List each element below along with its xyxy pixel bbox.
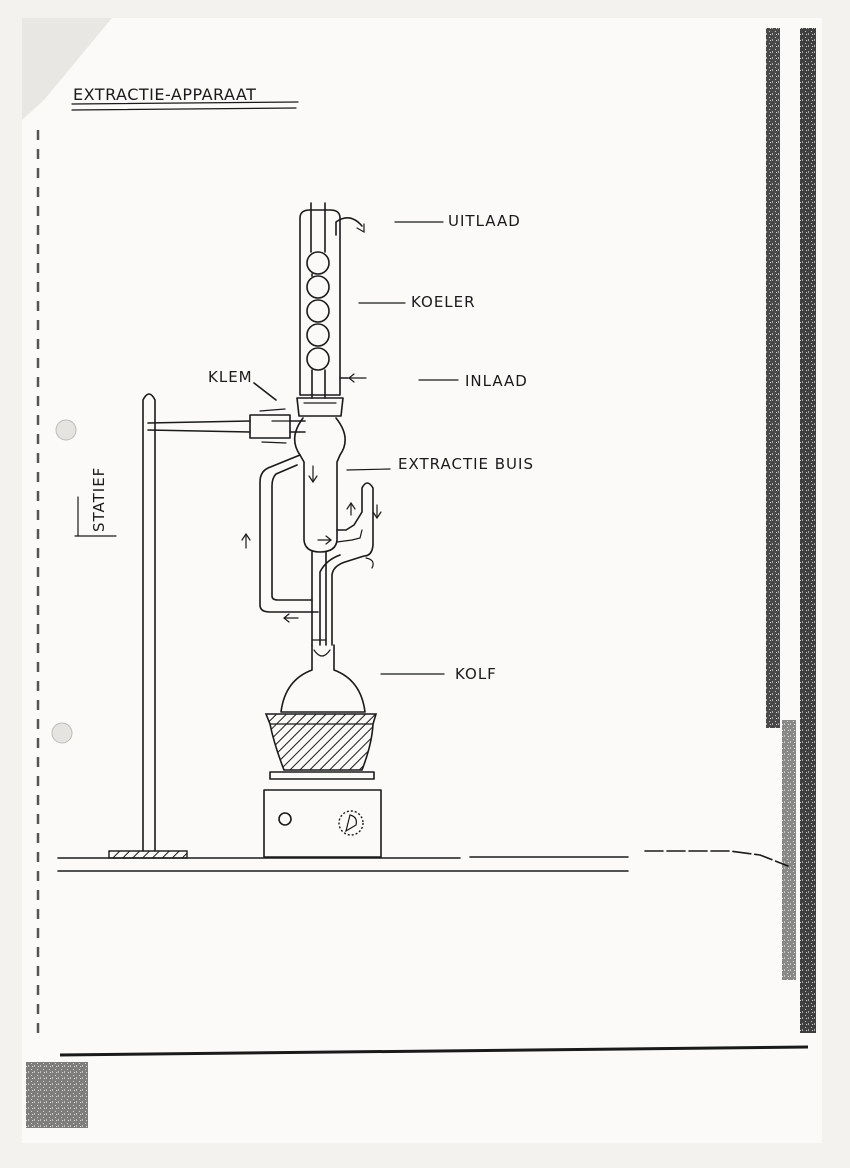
label-uitlaad: UITLAAD — [448, 212, 521, 230]
koeler-condenser — [296, 202, 367, 417]
label-inlaad: INLAAD — [465, 372, 528, 390]
label-extractiebuis: EXTRACTIE BUIS — [398, 455, 534, 473]
punch-hole — [51, 722, 73, 744]
label-klem: KLEM — [208, 368, 253, 386]
paper-sheet — [22, 18, 822, 1143]
label-statief: STATIEF — [90, 467, 108, 532]
statief-stand — [108, 393, 188, 859]
title-underline — [71, 101, 299, 105]
page-title: EXTRACTIE-APPARAAT — [73, 85, 256, 104]
klem-pointer — [253, 382, 277, 401]
kolf-flask — [280, 644, 366, 713]
label-kolf: KOLF — [455, 665, 497, 683]
punch-hole — [55, 419, 77, 441]
temperature-dial — [338, 810, 364, 836]
label-koeler: KOELER — [411, 293, 476, 311]
klem-clamp — [147, 382, 306, 444]
power-knob — [278, 812, 292, 826]
extractie-buis — [241, 417, 382, 646]
heating-mantle — [263, 713, 382, 858]
